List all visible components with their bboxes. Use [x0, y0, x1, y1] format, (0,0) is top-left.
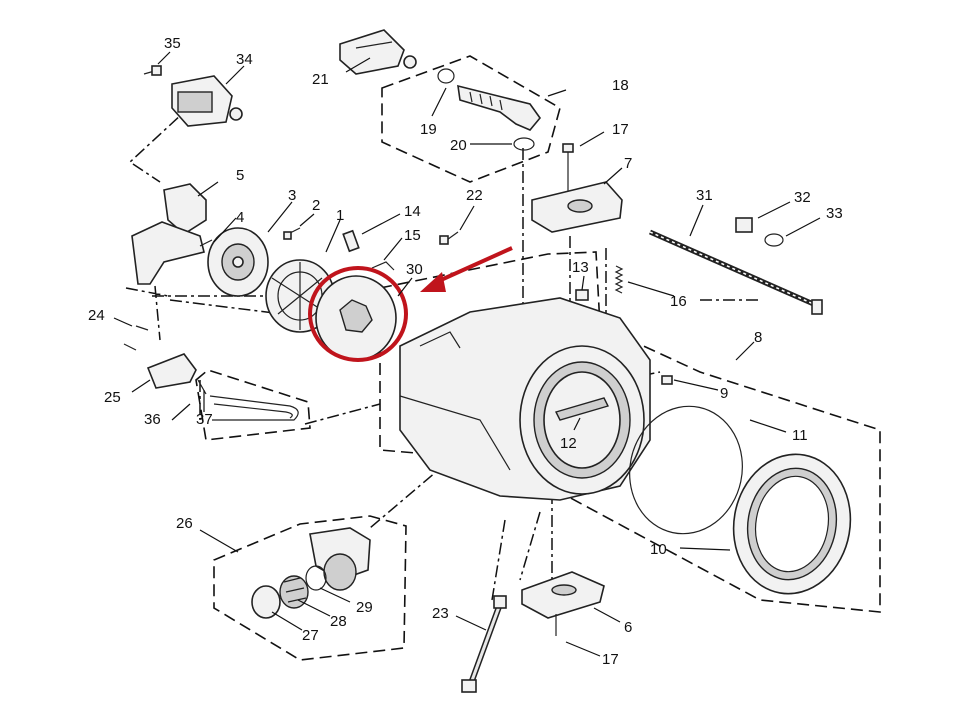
callout-4: 4 — [236, 209, 244, 226]
part-tub-assembly — [399, 297, 651, 501]
highlight-arrow — [420, 246, 513, 292]
callout-23: 23 — [432, 605, 449, 622]
part-6-mount — [521, 571, 605, 619]
callout-7: 7 — [624, 155, 632, 172]
part-4-screw — [199, 239, 213, 247]
leader-lines — [113, 51, 821, 657]
part-9-clip — [661, 375, 673, 385]
callout-19: 19 — [420, 121, 437, 138]
callout-33: 33 — [826, 205, 843, 222]
callout-28: 28 — [330, 613, 347, 630]
callout-17-bottom: 17 — [602, 651, 619, 668]
callout-3: 3 — [288, 187, 296, 204]
part-17-screw-top — [562, 143, 574, 192]
part-29-seal — [305, 565, 327, 591]
part-dispenser-duct — [131, 221, 205, 285]
part-22-screw — [439, 231, 459, 245]
part-31-rod — [648, 229, 823, 315]
part-25-bracket — [146, 353, 197, 389]
callout-17-top: 17 — [612, 121, 629, 138]
part-16-spring — [614, 265, 624, 294]
part-30-stator-plate — [315, 275, 397, 361]
callout-15: 15 — [404, 227, 421, 244]
part-7-top-bracket — [531, 181, 623, 233]
part-11-gasket — [629, 405, 743, 535]
callout-2: 2 — [312, 197, 320, 214]
callout-31: 31 — [696, 187, 713, 204]
callout-1: 1 — [336, 207, 344, 224]
part-33-ring — [764, 233, 784, 247]
callout-11: 11 — [792, 427, 808, 444]
callout-14: 14 — [404, 203, 421, 220]
part-27-cap — [251, 585, 281, 619]
callout-24: 24 — [88, 307, 105, 324]
part-23-damper — [461, 595, 507, 693]
callout-36: 36 — [144, 411, 161, 428]
part-20-clamp — [513, 137, 535, 151]
part-18-bellows-hose — [457, 84, 542, 131]
callout-25: 25 — [104, 389, 121, 406]
callout-13: 13 — [572, 259, 589, 276]
part-32-clip — [735, 217, 753, 233]
callout-35: 35 — [164, 35, 181, 52]
part-2-bolt — [283, 227, 301, 240]
part-14-sensor — [342, 229, 360, 253]
part-21-inlet-hose — [339, 29, 417, 75]
part-15-clip — [371, 261, 395, 271]
part-5-elbow-hose — [163, 183, 207, 235]
callout-27: 27 — [302, 627, 319, 644]
callout-26: 26 — [176, 515, 193, 532]
group-outline-18 — [381, 55, 561, 183]
part-13-clip — [575, 289, 589, 301]
part-19-clamp — [437, 68, 455, 84]
callout-5: 5 — [236, 167, 244, 184]
callout-34: 34 — [236, 51, 253, 68]
callout-16: 16 — [670, 293, 687, 310]
callout-37: 37 — [196, 411, 213, 428]
part-37-sensor — [197, 379, 207, 395]
callout-21: 21 — [312, 71, 329, 88]
callout-6: 6 — [624, 619, 632, 636]
group-outline-26 — [213, 515, 407, 661]
part-26-pump — [309, 527, 371, 591]
group-outline-36 — [195, 369, 311, 441]
part-24-screws — [123, 325, 149, 351]
callout-20: 20 — [450, 137, 467, 154]
callout-8: 8 — [754, 329, 762, 346]
callout-18: 18 — [612, 77, 629, 94]
part-12-lifter — [554, 397, 610, 421]
callout-9: 9 — [720, 385, 728, 402]
callout-10: 10 — [650, 541, 667, 558]
highlight-circle — [308, 266, 408, 362]
part-35-screw — [143, 65, 162, 76]
part-34-bracket — [171, 75, 243, 127]
part-10-front-ring — [732, 453, 852, 595]
part-28-filter — [279, 575, 309, 609]
callout-29: 29 — [356, 599, 373, 616]
callout-12: 12 — [560, 435, 577, 452]
part-3-pulley — [207, 227, 269, 297]
callout-30: 30 — [406, 261, 423, 278]
callout-22: 22 — [466, 187, 483, 204]
callout-32: 32 — [794, 189, 811, 206]
part-36-heater — [209, 395, 299, 421]
